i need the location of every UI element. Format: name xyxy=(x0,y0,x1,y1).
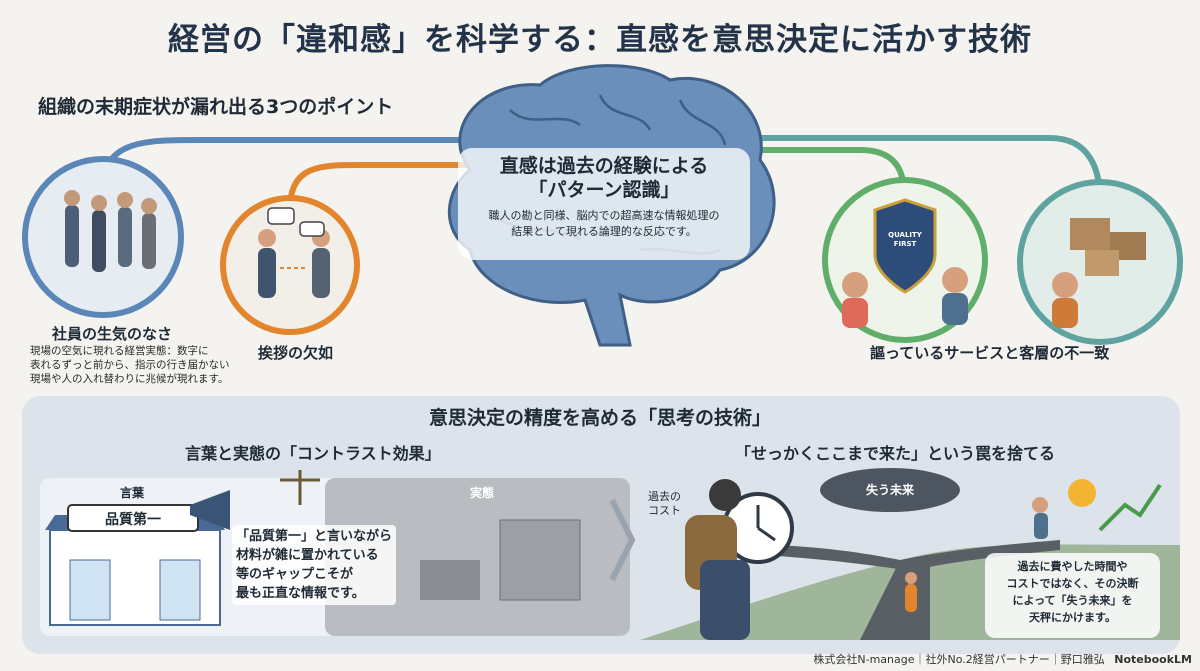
sunk-cost-desc-line1: 過去に費やした時間や xyxy=(1017,560,1128,573)
sunk-cost-desc-line2: コストではなく、その決断 xyxy=(1006,577,1139,590)
sunk-cost-heading: 「せっかくここまで来た」という罠を捨てる xyxy=(735,444,1056,463)
past-cost-line2: コスト xyxy=(648,504,681,517)
brain-illustration xyxy=(447,64,776,347)
point1-title: 社員の生気のなさ xyxy=(52,325,173,343)
footer-credit: 株式会社N-manage｜社外No.2経営パートナー｜野口雅弘 xyxy=(813,653,1105,666)
point1-desc-line2: 表れるずっと前から、指示の行き届かない xyxy=(30,359,230,371)
brain-desc-line2: 結果として現れる論理的な反応です。 xyxy=(511,225,697,238)
contrast-heading: 言葉と実態の「コントラスト効果」 xyxy=(185,444,441,463)
point3-title: 謳っているサービスと客層の不一致 xyxy=(870,344,1110,362)
contrast-desc-line3: 等のギャップこそが xyxy=(236,567,354,582)
sunk-cost-desc-line3: によって「失う未来」を xyxy=(1012,594,1133,607)
point2-illustration xyxy=(220,195,360,335)
page-title: 経営の「違和感」を科学する：直感を意思決定に活かす技術 xyxy=(168,22,1032,58)
brain-title-line2: 「パターン認識」 xyxy=(528,179,680,201)
point1-desc: 現場の空気に現れる経営実態：数字に 表れるずっと前から、指示の行き届かない 現場… xyxy=(30,344,230,386)
brain-desc-line1: 職人の勘と同様、脳内での超高速な情報処理の xyxy=(488,209,720,222)
point3-illustration xyxy=(822,177,1183,345)
contrast-desc-line2: 材料が雑に置かれている xyxy=(236,548,379,563)
sunk-cost-illustration xyxy=(640,468,1180,640)
past-cost-line1: 過去の xyxy=(648,490,681,503)
quality-shield: QUALITY FIRST xyxy=(880,231,930,249)
contrast-desc-line1: 「品質第一」と言いながら xyxy=(236,529,393,544)
sunk-cost-desc: 過去に費やした時間や コストではなく、その決断 によって「失う未来」を 天秤にか… xyxy=(985,558,1160,626)
footer: 株式会社N-manage｜社外No.2経営パートナー｜野口雅弘 Notebook… xyxy=(813,651,1192,667)
brain-title-line1: 直感は過去の経験による xyxy=(499,155,709,177)
contrast-desc: 「品質第一」と言いながら 材料が雑に置かれている 等のギャップこそが 最も正直な… xyxy=(232,525,397,605)
point1-desc-line3: 現場や人の入れ替わりに兆候が現れます。 xyxy=(30,373,229,385)
point2-title: 挨拶の欠如 xyxy=(258,344,334,362)
sunk-cost-desc-line4: 天秤にかけます。 xyxy=(1029,611,1116,624)
shield-line2: FIRST xyxy=(893,240,917,248)
shield-line1: QUALITY xyxy=(888,231,922,239)
word-label: 言葉 xyxy=(120,486,145,500)
section-heading-top: 組織の末期症状が漏れ出る3つのポイント xyxy=(38,96,394,118)
past-cost-label: 過去の コスト xyxy=(648,490,681,518)
point1-desc-line1: 現場の空気に現れる経営実態：数字に xyxy=(30,345,209,357)
footer-brand: NotebookLM xyxy=(1114,653,1192,666)
brain-caption: 直感は過去の経験による 「パターン認識」 職人の勘と同様、脳内での超高速な情報処… xyxy=(458,154,750,240)
store-sign: 品質第一 xyxy=(105,512,161,528)
reality-label: 実態 xyxy=(470,486,495,500)
section-heading-bottom: 意思決定の精度を高める「思考の技術」 xyxy=(428,407,771,429)
contrast-desc-line4: 最も正直な情報です。 xyxy=(236,586,365,601)
point1-illustration xyxy=(22,156,184,318)
cloud-label: 失う未来 xyxy=(865,483,914,497)
